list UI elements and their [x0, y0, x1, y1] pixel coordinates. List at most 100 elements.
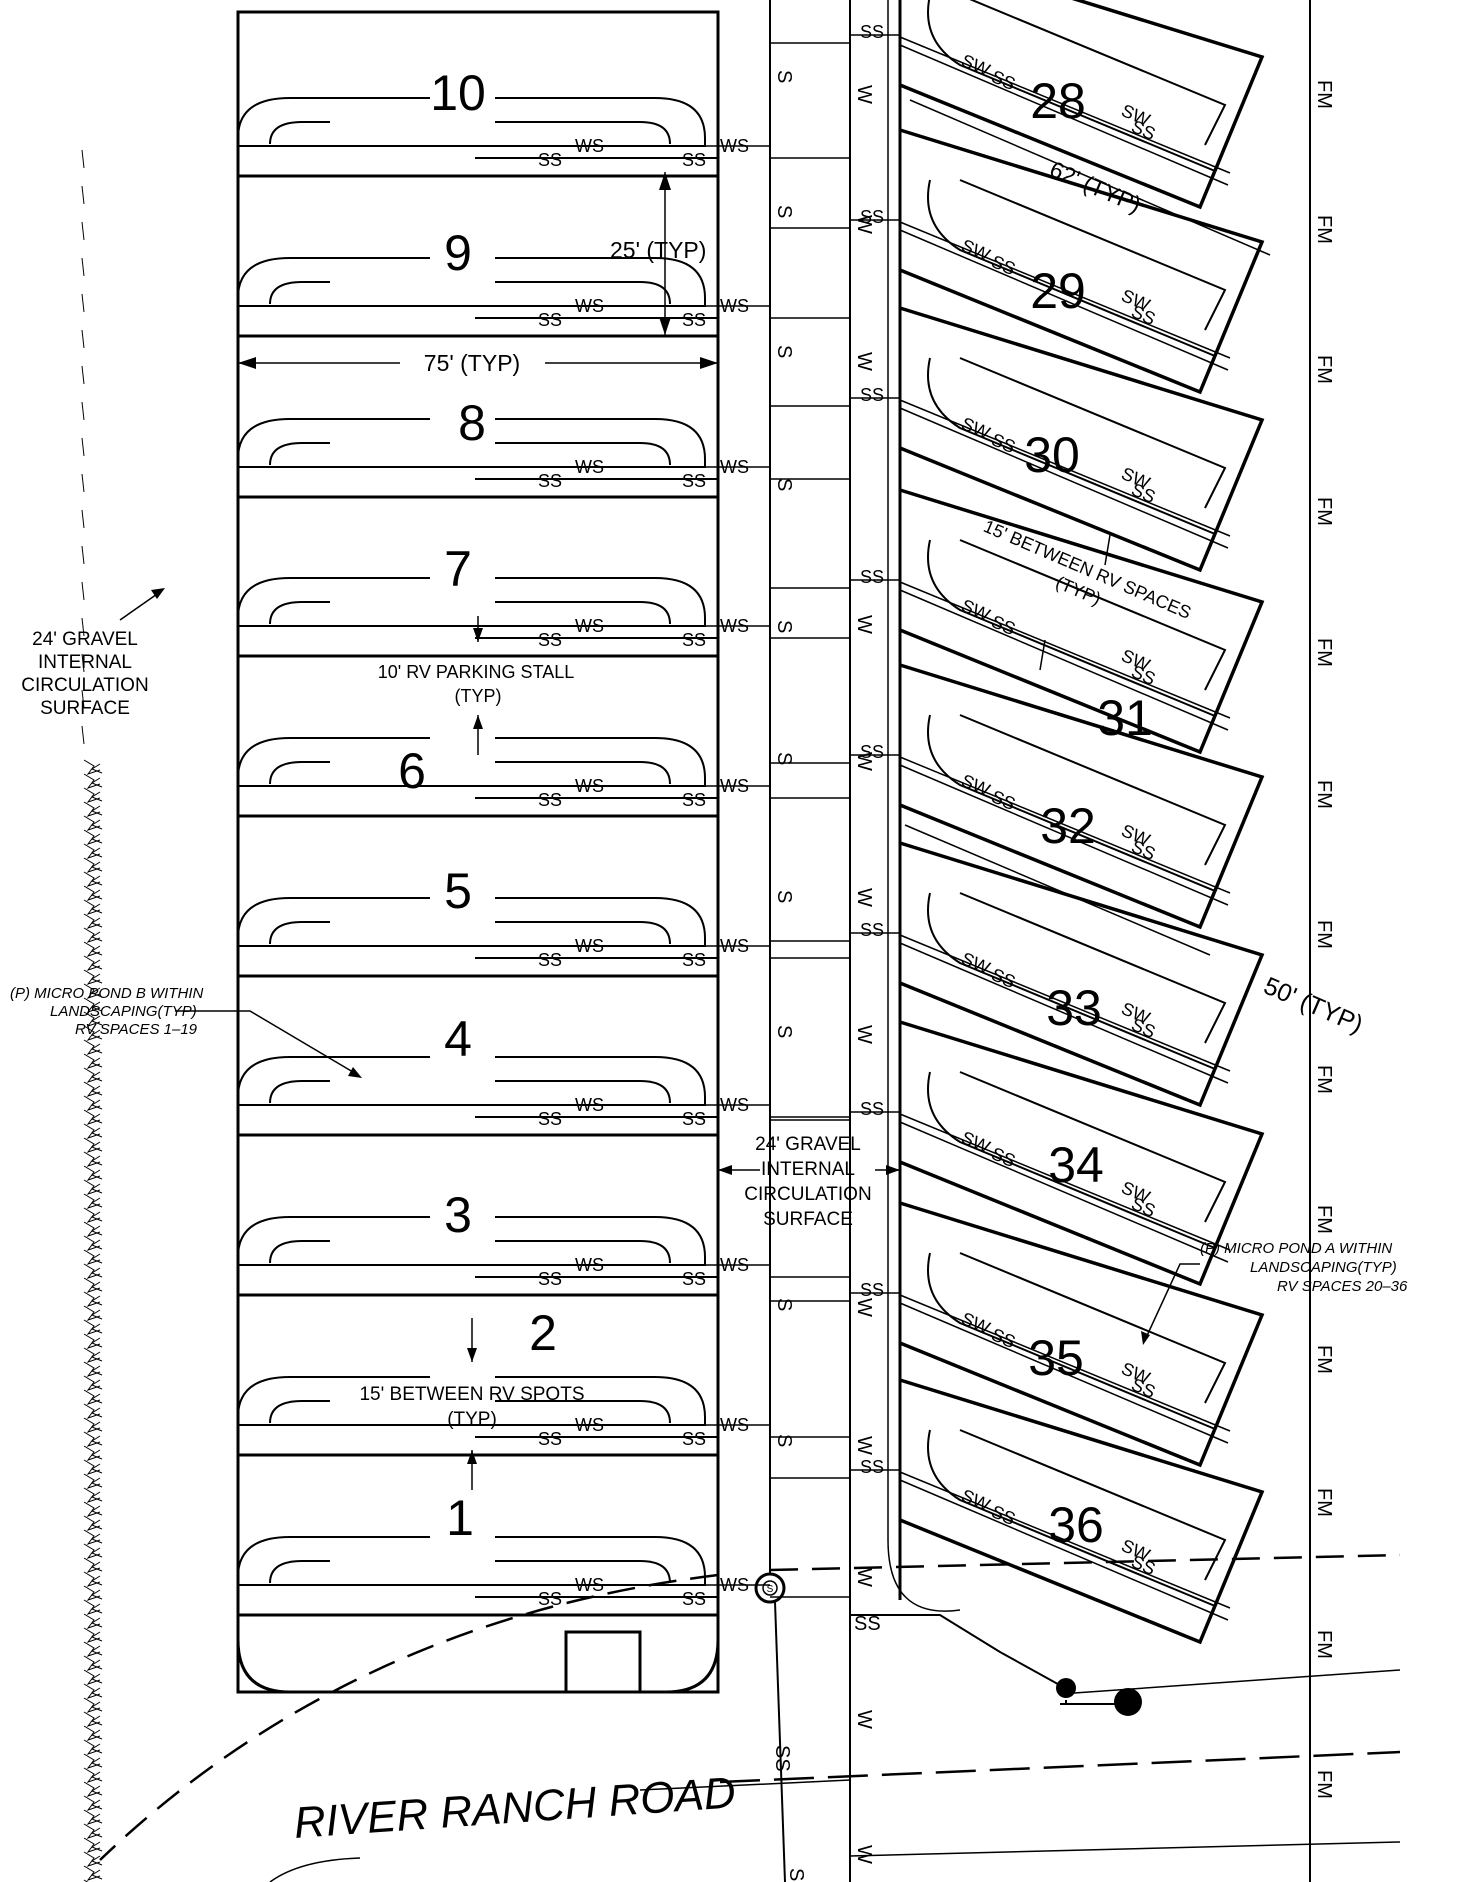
force-main-label: FM [1313, 497, 1335, 526]
sewer-label: SS [988, 786, 1018, 814]
gravel-hatch-mark [90, 1127, 103, 1138]
angled-stall-pad [927, 1071, 1216, 1249]
note-line: LANDSCAPING(TYP) [50, 1003, 197, 1020]
sewer-label: S [773, 478, 795, 491]
cleanout-icon [1056, 1678, 1076, 1698]
angled-stall-outline [899, 1201, 1265, 1468]
note-line: SURFACE [763, 1209, 853, 1230]
gravel-hatch-mark [83, 1571, 101, 1587]
gravel-hatch-mark [90, 1309, 103, 1320]
gravel-hatch-mark [90, 1771, 103, 1782]
gravel-hatch-mark [83, 885, 101, 901]
gravel-hatch-mark [83, 1207, 101, 1223]
gravel-hatch-mark [83, 1851, 101, 1867]
sewer-label: SS [682, 950, 706, 970]
angled-stall-pad [959, 1429, 1227, 1581]
gravel-hatch-mark [90, 1015, 103, 1026]
stall-number-9: 9 [444, 225, 472, 281]
gravel-hatch-mark [83, 1683, 101, 1699]
gravel-hatch-mark [83, 1767, 101, 1783]
gravel-hatch-mark [83, 1641, 101, 1657]
right-of-way-line [769, 1553, 1401, 1572]
gravel-hatch-mark [90, 1029, 103, 1040]
gravel-hatch-mark [83, 773, 101, 789]
gravel-hatch-mark [83, 1277, 101, 1293]
gravel-hatch-mark [90, 1351, 103, 1362]
force-main-label: FM [1313, 1205, 1335, 1234]
gravel-hatch-mark [83, 1599, 101, 1615]
gravel-hatch-mark [83, 1109, 101, 1125]
stall-pad-inner [269, 601, 671, 625]
sewer-label: S [773, 1298, 795, 1311]
gravel-hatch-mark [83, 857, 101, 873]
pond-a-note: (P) MICRO POND A WITHIN LANDSCAPING(TYP)… [1141, 1240, 1408, 1345]
angled-stall-pad [927, 1429, 1216, 1607]
water-service [899, 942, 1229, 1084]
angled-stall-pad [927, 892, 1216, 1070]
road-edge [269, 1857, 361, 1882]
gravel-hatch-mark [90, 777, 103, 788]
gravel-edge-tick [81, 545, 85, 565]
stall-number-10: 10 [430, 65, 486, 121]
gravel-hatch-mark [90, 1183, 103, 1194]
water-label: WS [575, 776, 604, 796]
gravel-hatch-mark [83, 1781, 101, 1797]
water-label: W [853, 352, 875, 371]
angled-stall-pad [927, 1252, 1216, 1430]
sewer-label: S [773, 70, 795, 83]
sewer-label: S [773, 345, 795, 358]
water-service [899, 1121, 1229, 1263]
force-main-label: FM [1313, 920, 1335, 949]
stall-pad-outline [237, 897, 706, 947]
note-line: 15' BETWEEN RV SPOTS [359, 1384, 584, 1405]
angled-stall-pad [959, 179, 1227, 331]
gravel-hatch-mark [90, 1505, 103, 1516]
angled-stall-pad [927, 357, 1216, 535]
gravel-hatch-mark [90, 1043, 103, 1054]
stall-pad-outline [237, 257, 706, 307]
gravel-hatch-mark [83, 969, 101, 985]
gravel-hatch-mark [83, 997, 101, 1013]
gravel-edge-tick [81, 149, 85, 169]
sewer-service [899, 934, 1231, 1072]
pond-b-note: (P) MICRO POND B WITHIN LANDSCAPING(TYP)… [10, 985, 362, 1078]
gravel-hatch-mark [83, 1165, 101, 1181]
gravel-hatch-mark [83, 1697, 101, 1713]
gravel-hatch-mark [90, 1547, 103, 1558]
sewer-label: SS [538, 790, 562, 810]
angled-length-dimension-line [909, 99, 1271, 256]
gravel-edge-tick [81, 437, 85, 457]
gravel-hatch-mark [90, 1785, 103, 1796]
sewer-label: S [773, 620, 795, 633]
gravel-hatch-mark [90, 847, 103, 858]
water-label: W [853, 888, 875, 907]
water-label: WS [575, 1095, 604, 1115]
gravel-edge-tick [81, 365, 85, 385]
gravel-hatch-mark [90, 1085, 103, 1096]
angled-stall-outline [899, 1378, 1265, 1645]
right-of-way-curve [99, 1573, 719, 1861]
stall-pad-inner [269, 281, 671, 305]
gravel-edge-tick [81, 257, 85, 277]
force-main-label: FM [1313, 1770, 1335, 1799]
left-block-bottom-end [236, 1620, 720, 1694]
stall-pad-outline [237, 1376, 706, 1426]
utility-corridor: S S S S S S S S S S W W W W W W W W W W … [769, 0, 1335, 1882]
water-label: WS [575, 457, 604, 477]
gravel-hatch-mark [83, 983, 101, 999]
note-line: 10' RV PARKING STALL [378, 662, 575, 682]
stall-number-1: 1 [446, 1490, 474, 1546]
road-edge [639, 1779, 851, 1791]
left-stall-dividers [238, 10, 718, 1617]
gravel-hatch-mark [90, 1141, 103, 1152]
gravel-hatch-mark [83, 1711, 101, 1727]
gravel-hatch-mark [90, 1071, 103, 1082]
gravel-hatch-mark [90, 1869, 103, 1880]
sewer-label: S [773, 1025, 795, 1038]
sewer-label: SS [988, 1143, 1018, 1171]
leader-arrowhead [1141, 1331, 1150, 1345]
gravel-hatch-mark [83, 913, 101, 929]
gravel-hatch-mark [83, 1417, 101, 1433]
water-service [899, 44, 1229, 186]
right-stall-labels: 28 29 30 31 32 33 34 35 36 [1024, 73, 1153, 1553]
